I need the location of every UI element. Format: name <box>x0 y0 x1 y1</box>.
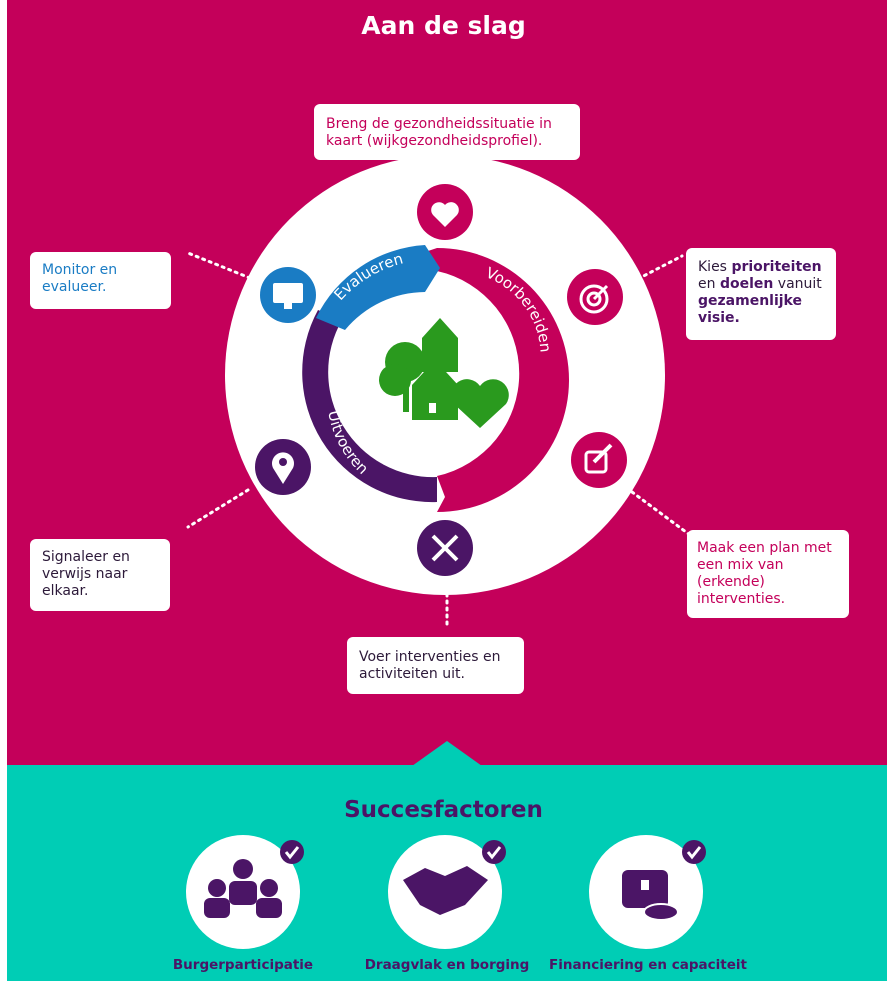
heart-icon <box>417 184 473 240</box>
success-label-financiering: Financiering en capaciteit <box>549 957 747 973</box>
section-notch <box>412 741 482 766</box>
step-text-profile: Breng de gezondheidssituatie in kaart (w… <box>326 116 552 149</box>
step-text-monitor: Monitor en evalueer. <box>42 262 118 295</box>
step-text-plan: Maak een plan met een mix van (erkende) … <box>697 540 832 607</box>
step-text-signal: Signaleer en verwijs naar elkaar. <box>42 549 130 599</box>
step-text-execute: Voer interventies en activiteiten uit. <box>359 649 501 682</box>
step-card-monitor: Monitor en evalueer. <box>30 252 171 309</box>
location-pin-icon <box>255 439 311 495</box>
step-card-signal: Signaleer en verwijs naar elkaar. <box>30 539 170 611</box>
success-label-draagvlak: Draagvlak en borging <box>364 957 530 973</box>
step-card-execute: Voer interventies en activiteiten uit. <box>347 637 524 694</box>
step-card-priorities: Kies prioriteiten en doelen vanuit gezam… <box>686 248 836 340</box>
phase-arc-voorbereiden <box>425 248 569 512</box>
people-icon <box>186 835 304 949</box>
phase-arc-uitvoeren <box>302 310 437 503</box>
success-title: Succesfactoren <box>344 797 543 823</box>
target-icon <box>567 269 623 325</box>
page-title: Aan de slag <box>361 11 526 40</box>
tools-icon <box>417 520 473 576</box>
step-card-profile: Breng de gezondheidssituatie in kaart (w… <box>314 104 580 160</box>
edit-icon <box>571 432 627 488</box>
step-text-priorities: Kies prioriteiten en doelen vanuit gezam… <box>698 259 822 326</box>
treasure-chest-icon <box>589 835 706 949</box>
phase-arc-evalueren <box>316 245 440 330</box>
success-label-burgerparticipatie: Burgerparticipatie <box>172 957 314 973</box>
step-card-plan: Maak een plan met een mix van (erkende) … <box>687 530 849 618</box>
monitor-icon <box>260 267 316 323</box>
neighbourhood-health-icon <box>379 318 509 428</box>
handshake-icon <box>388 835 506 949</box>
